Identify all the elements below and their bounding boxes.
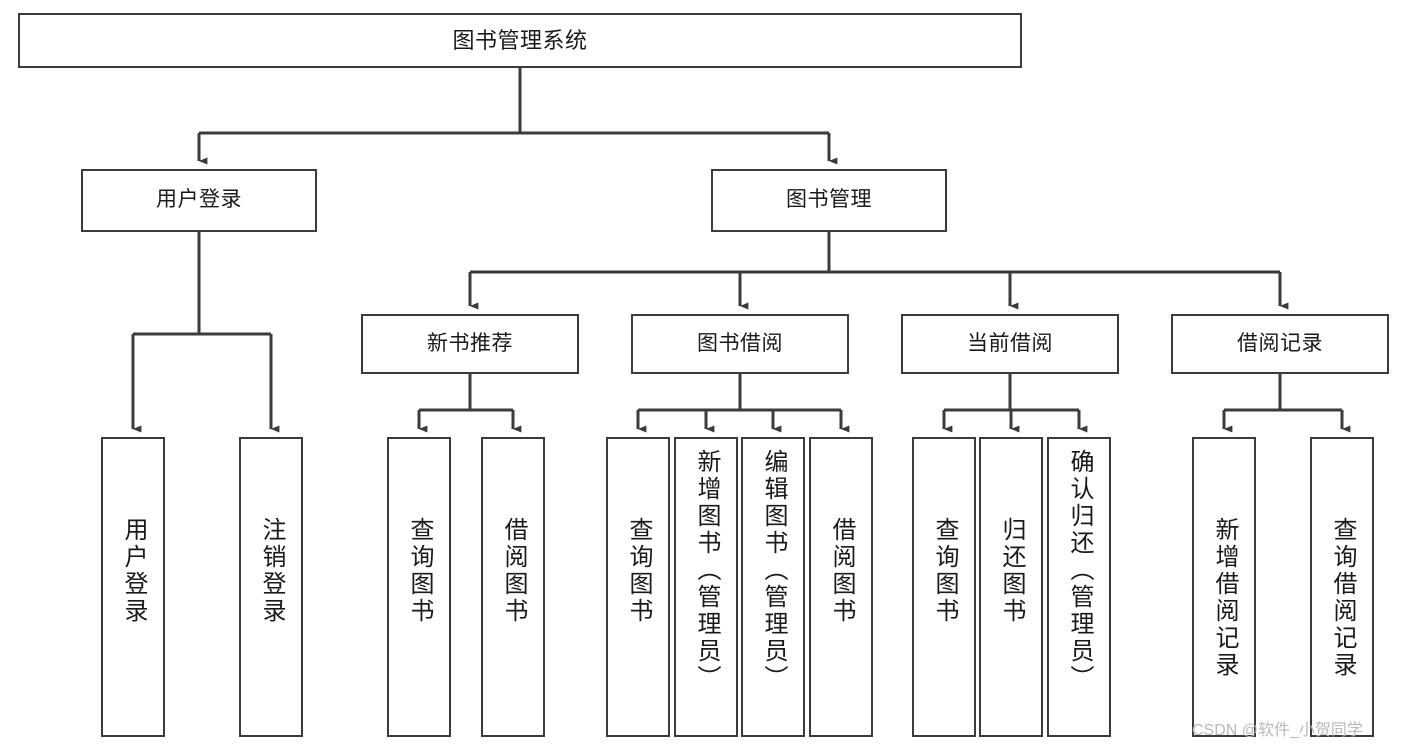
node-label-leaf-borrow-book: 借阅图书 [828,517,855,625]
node-label-leaf-user-logout: 注销登录 [258,517,285,625]
node-leaf-borrow-book-rec[interactable]: 借阅图书 [481,437,545,737]
node-current-borrow[interactable]: 当前借阅 [901,314,1119,374]
node-label-book-borrow: 图书借阅 [697,331,783,355]
node-leaf-borrow-book[interactable]: 借阅图书 [809,437,873,737]
node-leaf-query-book-borrow[interactable]: 查询图书 [606,437,670,737]
node-root-system[interactable]: 图书管理系统 [18,13,1022,68]
node-label-book-manage: 图书管理 [786,188,872,212]
node-book-borrow[interactable]: 图书借阅 [631,314,849,374]
node-leaf-confirm-return-admin[interactable]: 确认归还（管理员） [1047,437,1111,737]
node-label-borrow-record: 借阅记录 [1237,331,1323,355]
node-label-leaf-borrow-book-rec: 借阅图书 [500,517,527,625]
node-label-user-login: 用户登录 [156,188,242,212]
node-label-leaf-return-book: 归还图书 [998,517,1025,625]
node-leaf-query-book-current[interactable]: 查询图书 [912,437,976,737]
node-label-leaf-query-borrow-record: 查询借阅记录 [1329,517,1356,679]
node-book-manage[interactable]: 图书管理 [711,169,947,232]
node-leaf-user-logout[interactable]: 注销登录 [239,437,303,737]
node-leaf-return-book[interactable]: 归还图书 [979,437,1043,737]
node-user-login[interactable]: 用户登录 [81,169,317,232]
node-label-leaf-user-login: 用户登录 [120,517,147,625]
node-label-leaf-add-book-admin: 新增图书（管理员） [693,449,720,692]
node-label-leaf-query-book-rec: 查询图书 [406,517,433,625]
node-leaf-query-borrow-record[interactable]: 查询借阅记录 [1310,437,1374,737]
node-label-root: 图书管理系统 [452,27,588,53]
node-leaf-add-borrow-record[interactable]: 新增借阅记录 [1192,437,1256,737]
node-leaf-user-login[interactable]: 用户登录 [101,437,165,737]
node-label-leaf-query-book-borrow: 查询图书 [625,517,652,625]
node-leaf-edit-book-admin[interactable]: 编辑图书（管理员） [741,437,805,737]
node-label-leaf-add-borrow-record: 新增借阅记录 [1211,517,1238,679]
node-label-new-book-recommend: 新书推荐 [427,331,513,355]
node-label-leaf-edit-book-admin: 编辑图书（管理员） [760,449,787,692]
node-label-current-borrow: 当前借阅 [967,331,1053,355]
node-leaf-query-book-rec[interactable]: 查询图书 [387,437,451,737]
node-label-leaf-confirm-return-admin: 确认归还（管理员） [1066,449,1093,692]
node-leaf-add-book-admin[interactable]: 新增图书（管理员） [674,437,738,737]
node-borrow-record[interactable]: 借阅记录 [1171,314,1389,374]
node-label-leaf-query-book-current: 查询图书 [931,517,958,625]
node-new-book-recommend[interactable]: 新书推荐 [361,314,579,374]
